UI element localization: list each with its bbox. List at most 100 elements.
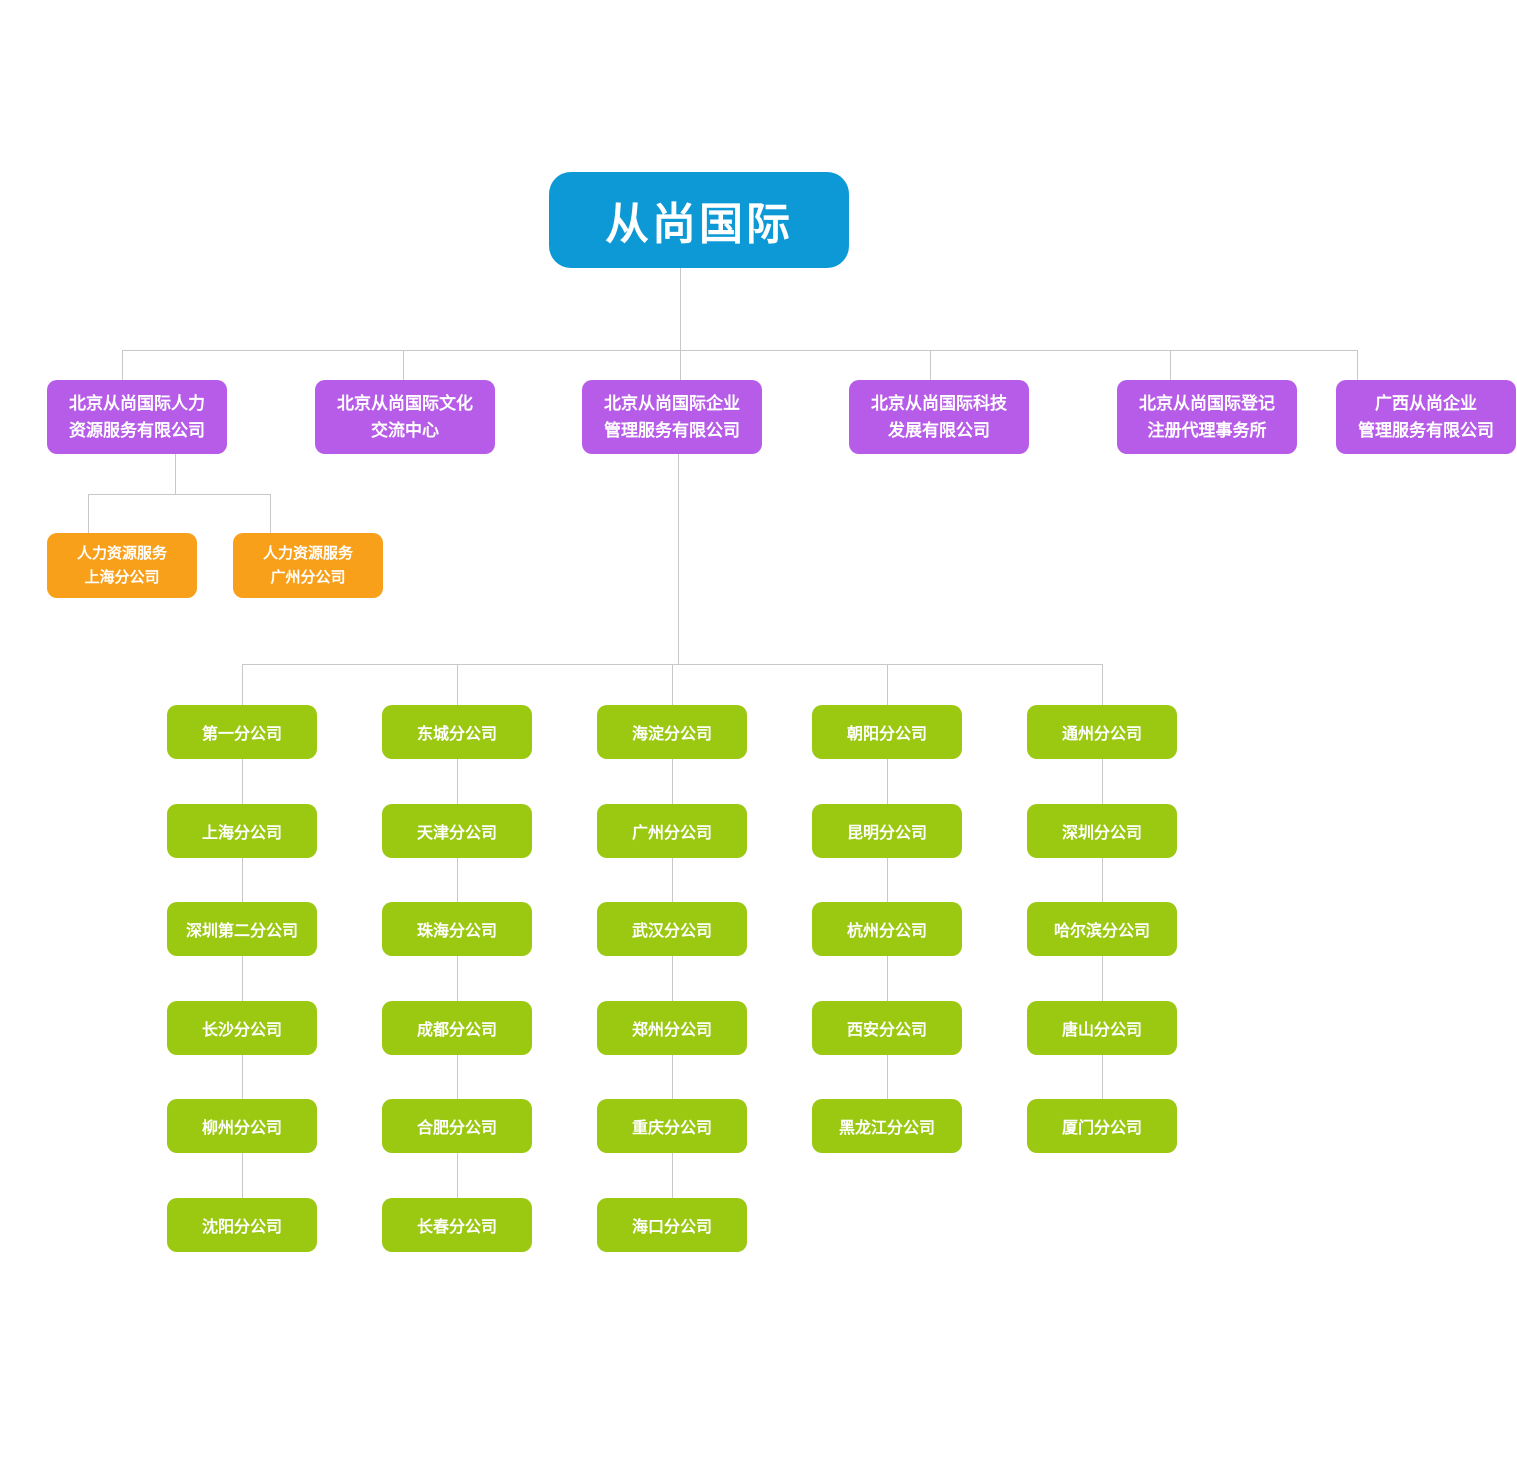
connector-line bbox=[242, 956, 243, 1001]
connector-line bbox=[887, 956, 888, 1001]
org-node-hr-branch: 人力资源服务广州分公司 bbox=[233, 533, 383, 598]
org-node-branch: 杭州分公司 bbox=[812, 902, 962, 956]
org-node-branch: 郑州分公司 bbox=[597, 1001, 747, 1055]
label-line: 上海分公司 bbox=[84, 568, 160, 586]
label-line: 交流中心 bbox=[371, 421, 439, 440]
connector-line bbox=[672, 664, 673, 705]
org-node-branch: 深圳第二分公司 bbox=[167, 902, 317, 956]
connector-line bbox=[242, 1153, 243, 1198]
connector-line bbox=[1102, 759, 1103, 804]
org-node-branch: 西安分公司 bbox=[812, 1001, 962, 1055]
label-line: 管理服务有限公司 bbox=[604, 421, 740, 440]
label-line: 北京从尚国际人力 bbox=[69, 394, 205, 413]
connector-line bbox=[122, 350, 123, 380]
label-line: 北京从尚国际企业 bbox=[604, 394, 740, 413]
connector-line bbox=[457, 759, 458, 804]
org-node-branch: 通州分公司 bbox=[1027, 705, 1177, 759]
org-node-subsidiary: 北京从尚国际人力资源服务有限公司 bbox=[47, 380, 227, 454]
connector-line bbox=[242, 759, 243, 804]
connector-line bbox=[887, 1055, 888, 1099]
org-node-label: 人力资源服务广州分公司 bbox=[263, 542, 353, 590]
org-node-label: 广西从尚企业管理服务有限公司 bbox=[1358, 390, 1494, 444]
label-line: 北京从尚国际登记 bbox=[1139, 394, 1275, 413]
connector-line bbox=[1102, 1055, 1103, 1099]
org-node-branch: 长沙分公司 bbox=[167, 1001, 317, 1055]
org-node-branch: 海口分公司 bbox=[597, 1198, 747, 1252]
org-node-branch: 重庆分公司 bbox=[597, 1099, 747, 1153]
connector-line bbox=[270, 494, 271, 533]
connector-line bbox=[930, 350, 931, 380]
connector-line bbox=[680, 268, 681, 380]
connector-line bbox=[457, 956, 458, 1001]
label-line: 注册代理事务所 bbox=[1147, 421, 1267, 440]
label-line: 北京从尚国际文化 bbox=[337, 394, 473, 413]
label-line: 北京从尚国际科技 bbox=[871, 394, 1007, 413]
label-line: 广州分公司 bbox=[270, 568, 346, 586]
org-node-label: 北京从尚国际人力资源服务有限公司 bbox=[69, 390, 205, 444]
org-node-branch: 合肥分公司 bbox=[382, 1099, 532, 1153]
org-node-branch: 黑龙江分公司 bbox=[812, 1099, 962, 1153]
connector-line bbox=[242, 664, 243, 705]
connector-line bbox=[1102, 858, 1103, 902]
org-node-branch: 厦门分公司 bbox=[1027, 1099, 1177, 1153]
org-node-subsidiary: 北京从尚国际科技发展有限公司 bbox=[849, 380, 1029, 454]
connector-line bbox=[403, 350, 404, 380]
org-node-branch: 朝阳分公司 bbox=[812, 705, 962, 759]
label-line: 人力资源服务 bbox=[262, 544, 353, 562]
org-node-branch: 天津分公司 bbox=[382, 804, 532, 858]
org-node-branch: 广州分公司 bbox=[597, 804, 747, 858]
connector-line bbox=[887, 759, 888, 804]
org-node-branch: 唐山分公司 bbox=[1027, 1001, 1177, 1055]
org-node-branch: 哈尔滨分公司 bbox=[1027, 902, 1177, 956]
connector-line bbox=[242, 858, 243, 902]
org-node-hr-branch: 人力资源服务上海分公司 bbox=[47, 533, 197, 598]
connector-line bbox=[887, 664, 888, 705]
connector-line bbox=[175, 454, 176, 494]
org-node-branch: 沈阳分公司 bbox=[167, 1198, 317, 1252]
org-node-label: 人力资源服务上海分公司 bbox=[77, 542, 167, 590]
connector-line bbox=[1102, 956, 1103, 1001]
org-node-branch: 长春分公司 bbox=[382, 1198, 532, 1252]
connector-line bbox=[1102, 664, 1103, 705]
connector-line bbox=[457, 858, 458, 902]
connector-line bbox=[88, 494, 89, 533]
label-line: 资源服务有限公司 bbox=[69, 421, 205, 440]
connector-line bbox=[672, 858, 673, 902]
org-node-subsidiary: 北京从尚国际文化交流中心 bbox=[315, 380, 495, 454]
org-node-label: 北京从尚国际文化交流中心 bbox=[337, 390, 473, 444]
org-node-branch: 昆明分公司 bbox=[812, 804, 962, 858]
connector-line bbox=[1357, 350, 1358, 380]
connector-line bbox=[457, 1055, 458, 1099]
connector-line bbox=[457, 664, 458, 705]
connector-line bbox=[1170, 350, 1171, 380]
org-node-branch: 海淀分公司 bbox=[597, 705, 747, 759]
connector-line bbox=[672, 1055, 673, 1099]
org-node-subsidiary: 广西从尚企业管理服务有限公司 bbox=[1336, 380, 1516, 454]
org-node-label: 北京从尚国际科技发展有限公司 bbox=[871, 390, 1007, 444]
org-node-branch: 上海分公司 bbox=[167, 804, 317, 858]
org-node-branch: 成都分公司 bbox=[382, 1001, 532, 1055]
connector-line bbox=[122, 350, 1358, 351]
org-node-branch: 武汉分公司 bbox=[597, 902, 747, 956]
label-line: 发展有限公司 bbox=[888, 421, 990, 440]
connector-line bbox=[678, 454, 679, 664]
connector-line bbox=[88, 494, 270, 495]
org-node-label: 北京从尚国际登记注册代理事务所 bbox=[1139, 390, 1275, 444]
org-node-root: 从尚国际 bbox=[549, 172, 849, 268]
org-node-branch: 深圳分公司 bbox=[1027, 804, 1177, 858]
org-node-subsidiary: 北京从尚国际企业管理服务有限公司 bbox=[582, 380, 762, 454]
connector-line bbox=[887, 858, 888, 902]
org-node-branch: 第一分公司 bbox=[167, 705, 317, 759]
connector-line bbox=[242, 1055, 243, 1099]
connector-line bbox=[672, 956, 673, 1001]
org-node-branch: 柳州分公司 bbox=[167, 1099, 317, 1153]
connector-line bbox=[672, 759, 673, 804]
label-line: 管理服务有限公司 bbox=[1358, 421, 1494, 440]
org-node-branch: 珠海分公司 bbox=[382, 902, 532, 956]
connector-line bbox=[672, 1153, 673, 1198]
label-line: 广西从尚企业 bbox=[1375, 394, 1477, 413]
org-node-subsidiary: 北京从尚国际登记注册代理事务所 bbox=[1117, 380, 1297, 454]
connector-line bbox=[457, 1153, 458, 1198]
org-node-label: 北京从尚国际企业管理服务有限公司 bbox=[604, 390, 740, 444]
